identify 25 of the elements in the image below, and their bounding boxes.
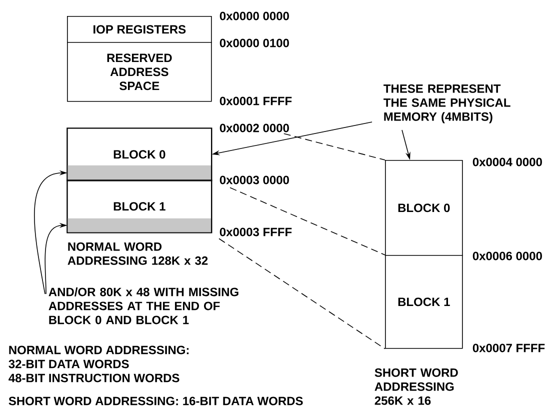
address-label: 0x0006 0000 — [472, 252, 542, 260]
note-text: NORMAL WORD ADDRESSING: — [9, 346, 189, 354]
address-label: 0x0002 0000 — [220, 124, 289, 132]
address-label: 0x0003 0000 — [220, 176, 289, 184]
address-label: 0x0000 0000 — [220, 12, 289, 20]
dashed-line — [230, 187, 386, 256]
note-text: SHORT WORD ADDRESSING: 16-BIT DATA WORDS — [8, 396, 303, 406]
note-text: 48-BIT INSTRUCTION WORDS — [8, 374, 180, 382]
dashed-line — [218, 238, 386, 350]
memory-block-box: BLOCK 0 — [385, 160, 463, 256]
register-box: IOP REGISTERS — [67, 16, 212, 43]
address-label: 0x0001 FFFF — [220, 96, 292, 106]
caption-text: NORMAL WORD ADDRESSING 128K x 32 — [68, 242, 208, 265]
address-label: 0x0000 0100 — [220, 38, 289, 48]
dashed-line — [283, 133, 386, 160]
address-label: 0x0007 FFFF — [472, 344, 545, 352]
address-label: 0x0003 FFFF — [220, 228, 292, 236]
shaded-strip — [68, 165, 211, 180]
memory-block-box: BLOCK 1 — [385, 254, 463, 349]
address-label: 0x0004 0000 — [472, 158, 542, 166]
note-text: AND/OR 80K x 48 WITH MISSING ADDRESSES AT THE END OF BLOCK 0 AND BLOCK 1 — [48, 287, 238, 324]
shaded-strip — [68, 218, 211, 232]
note-text: THESE REPRESENT THE SAME PHYSICAL MEMORY (4MBITS) — [384, 84, 510, 124]
caption-text: SHORT WORD ADDRESSING 256K x 16 — [374, 368, 458, 405]
note-text: 32-BIT DATA WORDS — [8, 360, 129, 368]
